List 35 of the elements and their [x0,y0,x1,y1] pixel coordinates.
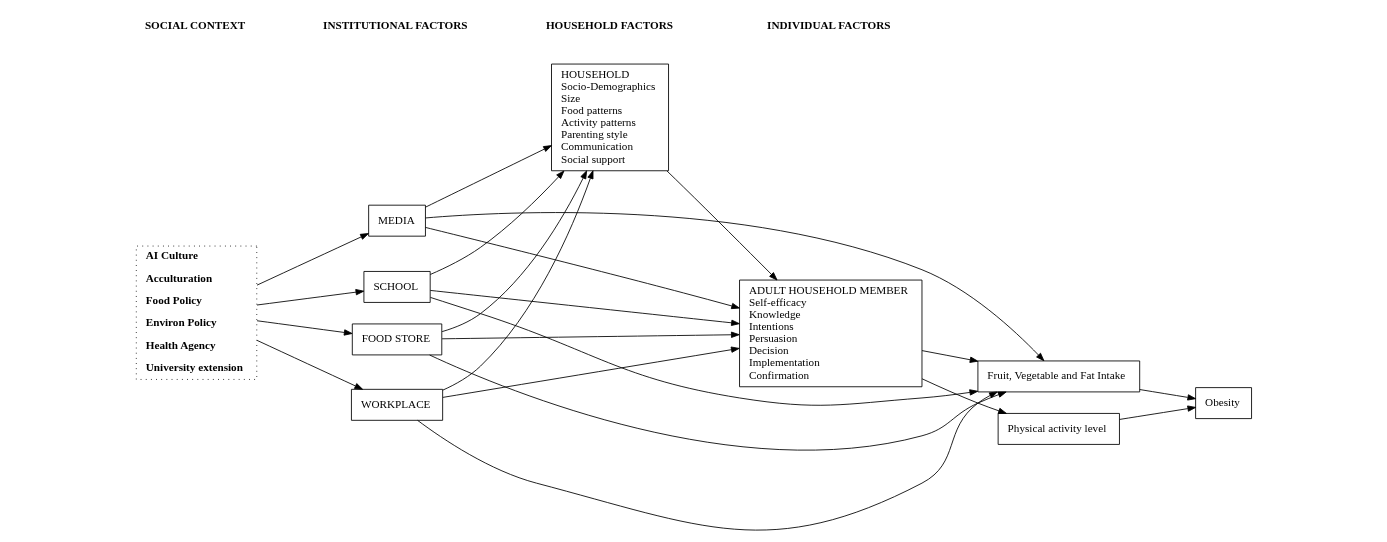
arrow [441,170,588,332]
node-box: ADULT HOUSEHOLD MEMBER Self-efficacy Knowledge Intentions Persuasion Decision Implementation Confirmation [739,279,923,388]
node-box: WORKPLACE [351,388,444,421]
node-box: FOOD STORE [351,323,443,356]
arrow [417,391,998,531]
arrow [666,170,778,281]
arrow [1119,405,1197,420]
arrow [430,297,979,406]
arrow [442,170,594,391]
label: HOUSEHOLD FACTORS [545,19,674,32]
arrow [429,290,740,326]
arrow [425,227,740,310]
arrow [921,350,979,363]
arrow [442,346,740,398]
node-box: Physical activity level [997,413,1120,445]
node-box: AI Culture Acculturation Food Policy Environ Policy Health Agency University extension [135,245,258,380]
arrow [1139,389,1197,401]
label: SOCIAL CONTEXT [144,19,246,32]
node-box: MEDIA [368,204,426,237]
arrow [921,378,1007,414]
arrow [256,320,353,336]
arrow [441,331,740,340]
node-box: HOUSEHOLD Socio-Demographics Size Food patterns Activity patterns Parenting style Communication Social support [551,63,669,172]
arrow [256,289,365,306]
arrow [429,354,1007,451]
label: INDIVIDUAL FACTORS [767,19,891,32]
label: INSTITUTIONAL FACTORS [323,19,468,32]
arrow [429,170,565,275]
arrow [256,233,369,286]
node-box: SCHOOL [363,271,431,303]
arrow [256,339,364,390]
arrow [425,212,1045,362]
arrow [425,145,552,208]
node-box: Fruit, Vegetable and Fat Intake [977,360,1141,393]
node-box: Obesity [1195,387,1252,419]
